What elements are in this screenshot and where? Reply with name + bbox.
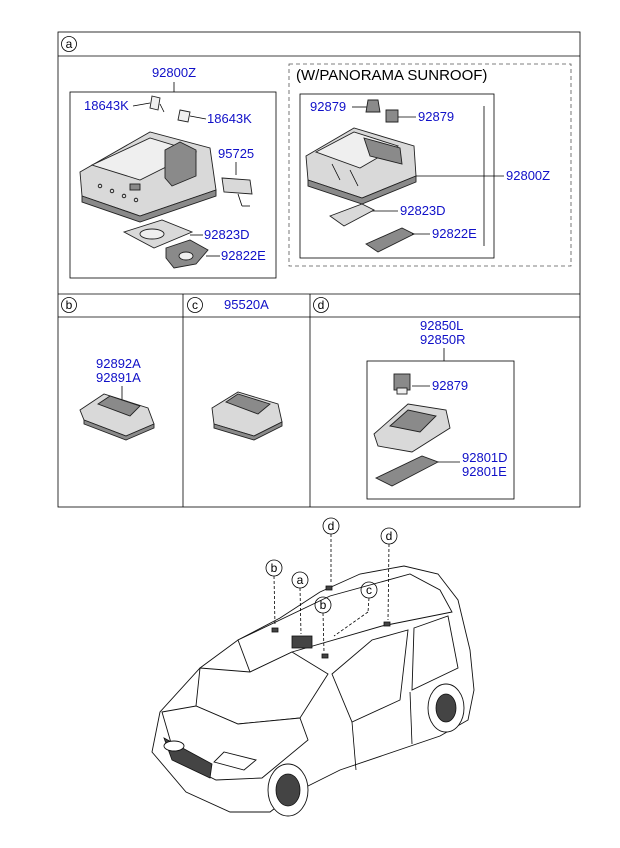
room-lamp — [373, 403, 451, 453]
callout-b-2-text: b — [320, 598, 327, 612]
part-label-92801e: 92801E — [462, 464, 507, 479]
callout-b-1-text: b — [271, 561, 278, 575]
callout-c-text: c — [366, 583, 372, 597]
grid-frame — [57, 31, 581, 508]
sunroof-cover — [365, 227, 416, 253]
lens-92823d — [122, 219, 194, 249]
callout-d-1-text: d — [328, 519, 335, 533]
part-label-92823d-sunroof: 92823D — [400, 203, 446, 218]
section-d: 92850L 92850R 92879 92801D 92801E — [366, 318, 515, 500]
map-switch — [221, 177, 253, 207]
part-label-92801d: 92801D — [462, 450, 508, 465]
badge-a-text: a — [66, 37, 73, 51]
part-label-92879-d: 92879 — [432, 378, 468, 393]
badge-b: b — [61, 297, 77, 313]
part-label-95725: 95725 — [218, 146, 254, 161]
part-label-92822e: 92822E — [221, 248, 266, 263]
part-label-92800z-sunroof: 92800Z — [506, 168, 550, 183]
sunroof-bulb-left — [365, 99, 381, 113]
section-a-standard: 92800Z 18643K 18643K 95725 — [69, 65, 277, 279]
part-label-92892a: 92892A — [96, 356, 141, 371]
bulb-right — [177, 109, 191, 123]
part-label-92891a: 92891A — [96, 370, 141, 385]
callout-a: a — [291, 571, 309, 635]
part-label-18643k-right: 18643K — [207, 111, 252, 126]
badge-c: c — [187, 297, 203, 313]
callout-b-1: b — [265, 559, 283, 627]
cover-92822e — [165, 239, 209, 269]
part-label-92850r: 92850R — [420, 332, 466, 347]
part-label-18643k-left: 18643K — [84, 98, 129, 113]
part-label-92800z: 92800Z — [152, 65, 196, 80]
overhead-console — [79, 131, 217, 223]
badge-d-text: d — [318, 298, 325, 312]
badge-d: d — [313, 297, 329, 313]
callout-d-1: d — [322, 517, 340, 584]
sunroof-console — [305, 127, 417, 205]
badge-c-text: c — [192, 298, 198, 312]
callout-d-2: d — [380, 527, 398, 621]
sunroof-lens — [329, 203, 375, 227]
badge-a: a — [61, 36, 77, 52]
room-lamp-bulb — [393, 373, 411, 395]
sunroof-title: (W/PANORAMA SUNROOF) — [296, 67, 487, 84]
part-label-92879-right: 92879 — [418, 109, 454, 124]
car-illustration — [151, 565, 475, 817]
part-label-92822e-sunroof: 92822E — [432, 226, 477, 241]
part-label-92823d: 92823D — [204, 227, 250, 242]
bulb-left — [149, 95, 165, 113]
callout-b-2: b — [314, 596, 332, 653]
room-lamp-lens — [374, 455, 440, 487]
callout-c: c — [333, 581, 378, 637]
part-label-95520a: 95520A — [224, 297, 269, 312]
callout-a-text: a — [297, 573, 304, 587]
sensor-module — [211, 391, 283, 441]
section-a-sunroof: (W/PANORAMA SUNROOF) 92879 92879 92800Z … — [288, 63, 572, 267]
section-c: 95520A — [211, 297, 283, 441]
vanity-lamp — [79, 393, 155, 441]
badge-b-text: b — [66, 298, 73, 312]
part-label-92850l: 92850L — [420, 318, 463, 333]
section-b: 92892A 92891A — [79, 356, 155, 441]
callout-d-2-text: d — [386, 529, 393, 543]
part-label-92879-left: 92879 — [310, 99, 346, 114]
sunroof-bulb-right — [385, 109, 399, 123]
